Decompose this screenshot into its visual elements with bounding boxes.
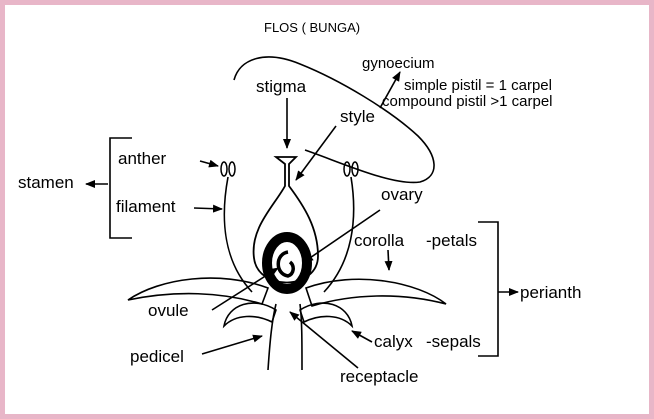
- filament-label: filament: [116, 197, 176, 216]
- receptacle-arrow: [289, 311, 359, 369]
- calyx-label: calyx: [374, 332, 413, 351]
- pedicel-arrow: [201, 334, 263, 355]
- ovule-shape: [276, 250, 295, 278]
- anther-left-a: [220, 161, 228, 177]
- anther-right-b: [351, 161, 359, 177]
- petals-label: -petals: [426, 231, 477, 250]
- gynoecium-label: gynoecium: [362, 55, 435, 72]
- calyx-arrow: [351, 330, 373, 343]
- perianth-bracket: [478, 221, 499, 357]
- petal-left: [127, 277, 270, 305]
- gynoecium-outline: [233, 56, 435, 184]
- ovary-label: ovary: [381, 185, 423, 204]
- style-label: style: [340, 107, 375, 126]
- simple-pistil-label: simple pistil = 1 carpel: [404, 77, 552, 94]
- anther-left-b: [228, 161, 236, 177]
- sepal-right: [299, 302, 354, 329]
- receptacle-label: receptacle: [340, 367, 418, 386]
- stamen-bracket: [109, 137, 132, 239]
- petal-right: [304, 278, 447, 307]
- ovary-arrow: [303, 209, 381, 263]
- filament-left: [223, 176, 253, 293]
- perianth-label: perianth: [520, 283, 581, 302]
- pistil-outline: [252, 156, 319, 284]
- anther-arrow: [199, 159, 219, 168]
- filament-arrow: [193, 204, 223, 213]
- gynoecium-arrow: [379, 71, 401, 109]
- ovary-wall: [262, 232, 312, 294]
- corolla-label: corolla: [354, 231, 405, 250]
- ovule-arrow: [211, 267, 279, 311]
- ovule-label: ovule: [148, 301, 189, 320]
- anther-right-a: [343, 161, 351, 177]
- sepals-label: -sepals: [426, 332, 481, 351]
- filament-right: [323, 176, 355, 293]
- corolla-arrow: [384, 249, 393, 271]
- pedicel-label: pedicel: [130, 347, 184, 366]
- style-arrow: [295, 125, 337, 181]
- stigma-label: stigma: [256, 77, 307, 96]
- compound-pistil-label: compound pistil >1 carpel: [382, 93, 553, 110]
- pedicel-outline: [267, 303, 303, 371]
- stamen-label: stamen: [18, 173, 74, 192]
- diagram-title: FLOS ( BUNGA): [264, 20, 360, 35]
- anther-label: anther: [118, 149, 167, 168]
- sepal-left: [222, 302, 277, 329]
